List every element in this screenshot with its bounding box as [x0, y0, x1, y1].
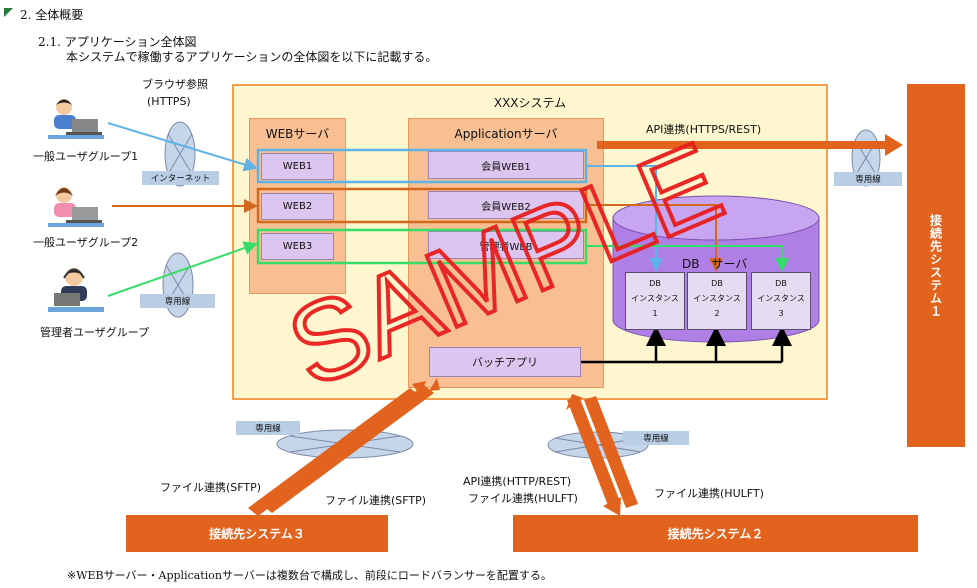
batch-app-module: バッチアプリ — [429, 347, 581, 377]
member-web2-module: 会員WEB2 — [428, 191, 584, 219]
api-rest-label: API連携(HTTPS/REST) — [646, 123, 762, 136]
internet-label: インターネット — [142, 171, 219, 185]
dedicated-line-label-right: 専用線 — [834, 172, 902, 186]
external-system-2-box: 接続先システム２ — [513, 515, 918, 552]
web2-to-db2-line — [586, 204, 723, 272]
user1-to-web1-arrow — [107, 122, 258, 172]
admin-with-headset-icon — [46, 265, 106, 313]
external-system-1-label: 接続先システム１ — [928, 213, 943, 318]
api-http-rest-label: API連携(HTTP/REST) — [463, 475, 572, 488]
web1-to-db1-line — [586, 165, 663, 272]
web3-instance: WEB3 — [261, 233, 334, 260]
hulft-label-right: ファイル連携(HULFT) — [654, 487, 764, 500]
member-web1-module: 会員WEB1 — [428, 151, 584, 179]
footnote: ※WEBサーバー・Applicationサーバーは複数台で構成し、前段にロードバ… — [67, 569, 552, 582]
subsection-title: 2.1. アプリケーション全体図 — [38, 35, 197, 49]
web1-route-outline — [256, 148, 588, 184]
hulft-arrows — [566, 394, 638, 516]
external-system-3-box: 接続先システム３ — [126, 515, 388, 552]
web1-instance: WEB1 — [261, 153, 334, 180]
db-instance-3: DB インスタンス 3 — [751, 272, 811, 330]
db-instance-1: DB インスタンス 1 — [625, 272, 685, 330]
admin-to-web3-arrow — [107, 241, 258, 297]
user-group-1-label: 一般ユーザグループ1 — [33, 150, 139, 163]
web-server-title: WEBサーバ — [265, 127, 330, 141]
sftp-label-left: ファイル連携(SFTP) — [160, 481, 262, 494]
user-group-2-icon — [46, 183, 106, 229]
dedicated-line-label-left: 専用線 — [140, 294, 215, 308]
user-group-2-label: 一般ユーザグループ2 — [33, 236, 139, 249]
external-system-1-box: 接続先システム１ — [907, 84, 965, 447]
admin-user-group-label: 管理者ユーザグループ — [40, 326, 150, 339]
web3-to-db3-line — [586, 245, 789, 272]
internet-cloud-icon — [164, 121, 196, 187]
api-to-system1-arrow — [597, 134, 903, 156]
browser-reference-label: ブラウザ参照 — [142, 78, 208, 91]
sftp-label-right: ファイル連携(SFTP) — [325, 494, 427, 507]
app-server-title: Applicationサーバ — [454, 127, 558, 141]
dedicated-line-label-bottom-right: 専用線 — [623, 431, 689, 445]
admin-web-module: 管理者WEB — [428, 231, 584, 259]
section-marker-icon — [4, 8, 13, 17]
user-group-1-icon — [46, 95, 106, 141]
web2-instance: WEB2 — [261, 193, 334, 220]
db-server-title: DB サーバ — [682, 257, 748, 271]
sftp-arrows — [248, 378, 440, 516]
xxx-system-title: XXXシステム — [493, 96, 567, 110]
section-title: 2. 全体概要 — [20, 8, 84, 22]
browser-protocol-label: (HTTPS) — [147, 95, 191, 108]
description-text: 本システムで稼働するアプリケーションの全体図を以下に記載する。 — [66, 50, 438, 64]
hulft-label-left: ファイル連携(HULFT) — [468, 492, 578, 505]
dedicated-line-label-bottom-left: 専用線 — [236, 421, 300, 435]
db-instance-2: DB インスタンス 2 — [687, 272, 747, 330]
